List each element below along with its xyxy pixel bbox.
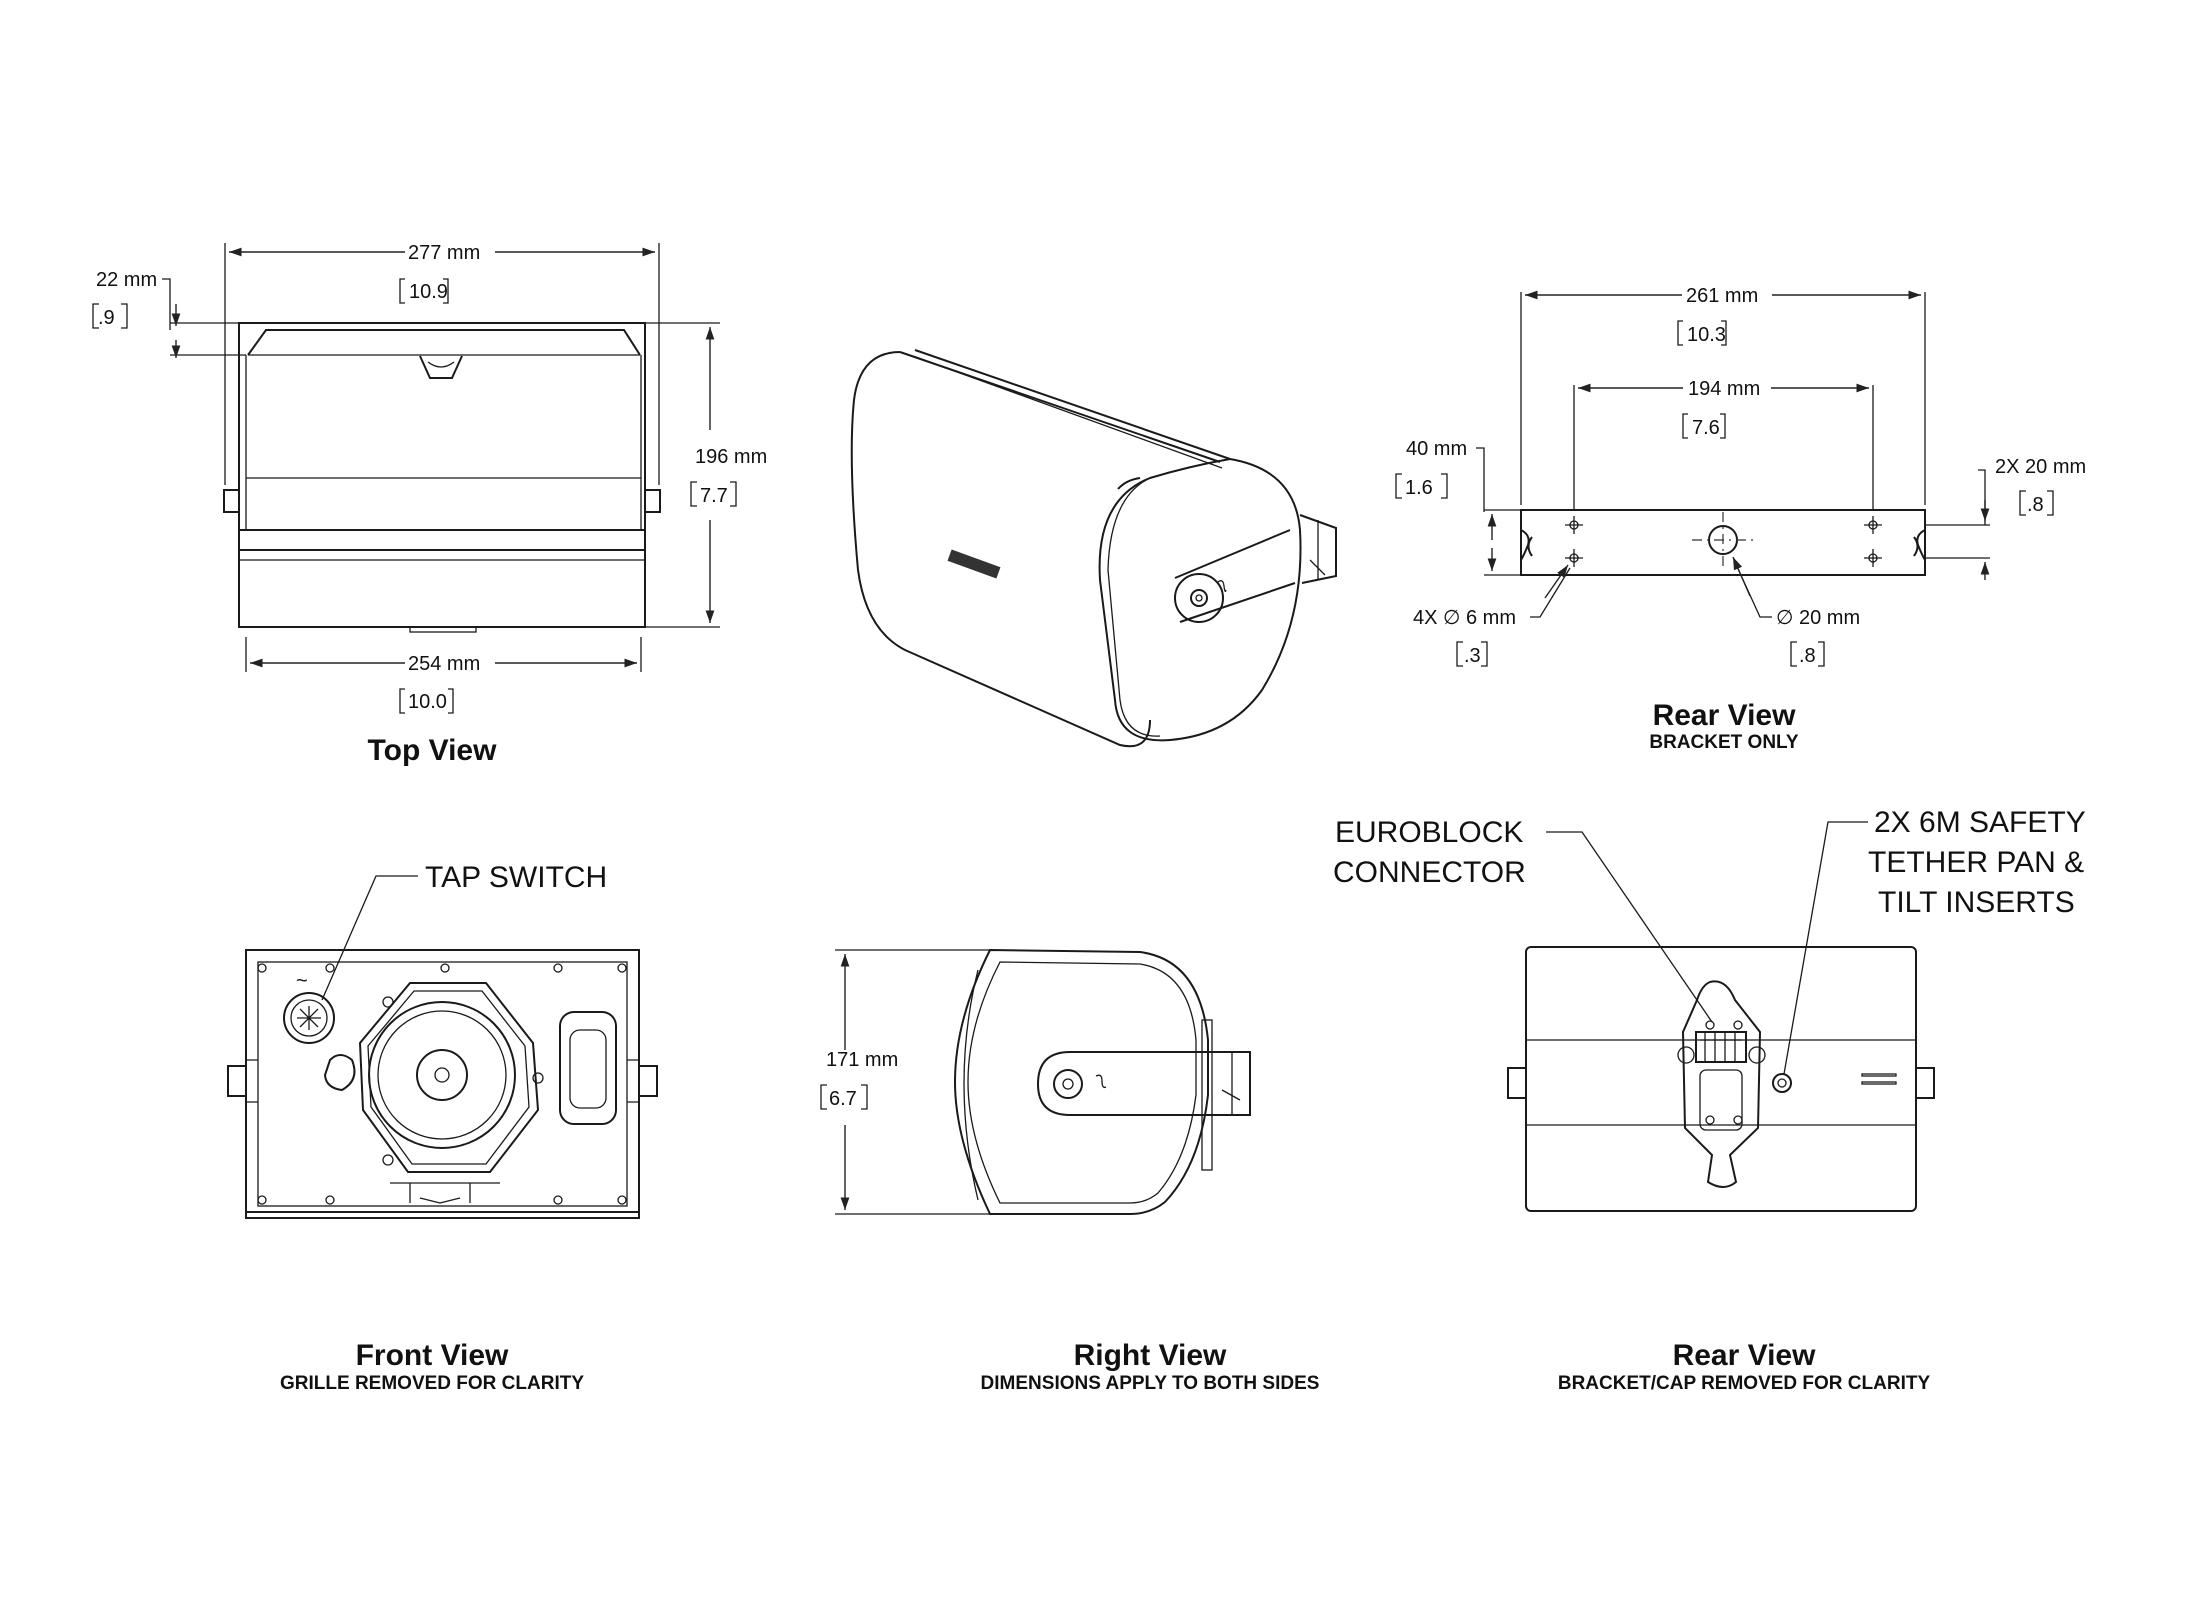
mounting-holes — [1565, 516, 1882, 567]
top-base-in: 10.0 — [408, 691, 447, 713]
safety-tether-callout: 2X 6M SAFETY TETHER PAN & TILT INSERTS — [1783, 806, 2086, 1075]
safety-callout-line3: TILT INSERTS — [1878, 886, 2075, 919]
bracket-hole-span-dimension: 194 mm 7.6 — [1573, 378, 1874, 510]
bracket-height-in: 1.6 — [1405, 477, 1433, 499]
top-depth-dimension: 22 mm .9 — [92, 269, 246, 358]
right-view-outline — [953, 948, 1213, 1215]
top-height-in: 7.7 — [700, 485, 728, 507]
top-view: 277 mm 10.9 22 mm .9 196 mm 7.7 254 mm 1… — [92, 242, 767, 767]
bracket-outline — [1520, 509, 1926, 576]
bracket-slot-mm: 2X 20 mm — [1995, 456, 2086, 478]
tap-switch: ~ — [283, 970, 335, 1044]
right-height-in: 6.7 — [829, 1088, 857, 1110]
front-view: ~ TAP SWITCH Front View GRILLE REMOVED F… — [227, 861, 658, 1394]
front-view-title: Front View — [356, 1339, 509, 1372]
bracket-holes-mm: 4X ∅ 6 mm — [1413, 607, 1516, 629]
bracket-height-dimension: 40 mm 1.6 — [1395, 438, 1521, 576]
rear-bracket-view: 261 mm 10.3 194 mm 7.6 40 mm 1.6 2X 20 m… — [1395, 285, 2086, 753]
right-view: 171 mm 6.7 Right View DIMENSIONS APPLY T… — [820, 948, 1320, 1394]
bracket-holes-in: .3 — [1464, 645, 1481, 667]
right-bracket — [1036, 1051, 1251, 1116]
bracket-holes-callout: 4X ∅ 6 mm .3 — [1413, 564, 1571, 667]
euroblock-callout: EUROBLOCK CONNECTOR — [1333, 816, 1713, 1023]
rear-bracket-subtitle: BRACKET ONLY — [1649, 732, 1799, 753]
woofer — [358, 982, 544, 1173]
bracket-center-mm: ∅ 20 mm — [1776, 607, 1860, 629]
bracket-center-callout: ∅ 20 mm .8 — [1732, 556, 1860, 667]
front-screws — [257, 963, 627, 1205]
rear-bracket-title: Rear View — [1653, 699, 1797, 732]
front-view-subtitle: GRILLE REMOVED FOR CLARITY — [280, 1373, 584, 1394]
bracket-overall-mm: 261 mm — [1686, 285, 1758, 307]
rear-view-subtitle: BRACKET/CAP REMOVED FOR CLARITY — [1558, 1373, 1931, 1394]
top-height-dimension: 196 mm 7.7 — [645, 322, 767, 628]
brand-badge — [947, 549, 1001, 579]
top-height-mm: 196 mm — [695, 446, 767, 468]
rear-view: EUROBLOCK CONNECTOR 2X 6M SAFETY TETHER … — [1333, 806, 2086, 1394]
bracket-overall-dimension: 261 mm 10.3 — [1520, 285, 1926, 505]
tap-switch-label-tiny: ~ — [296, 970, 308, 992]
right-view-subtitle: DIMENSIONS APPLY TO BOTH SIDES — [981, 1373, 1320, 1394]
top-width-dimension: 277 mm 10.9 — [224, 242, 660, 485]
top-view-title: Top View — [368, 734, 498, 767]
right-height-dimension: 171 mm 6.7 — [820, 949, 990, 1215]
side-port — [559, 1011, 617, 1125]
right-view-title: Right View — [1074, 1339, 1227, 1372]
bracket-center-in: .8 — [1799, 645, 1816, 667]
top-view-outline — [223, 322, 661, 633]
rear-view-title: Rear View — [1673, 1339, 1817, 1372]
safety-callout-line1: 2X 6M SAFETY — [1874, 806, 2086, 839]
rear-view-outline — [1507, 946, 1935, 1212]
front-view-outline — [227, 949, 658, 1219]
top-base-dimension: 254 mm 10.0 — [245, 637, 642, 714]
top-depth-mm: 22 mm — [96, 269, 157, 291]
bracket-slot-dimension: 2X 20 mm .8 — [1925, 456, 2086, 580]
euroblock-callout-line2: CONNECTOR — [1333, 856, 1526, 889]
top-width-in: 10.9 — [409, 281, 448, 303]
euroblock-callout-line1: EUROBLOCK — [1335, 816, 1523, 849]
isometric-view — [850, 349, 1337, 748]
bracket-span-in: 7.6 — [1692, 417, 1720, 439]
tap-switch-callout-label: TAP SWITCH — [425, 861, 607, 894]
safety-tether-insert — [1772, 1073, 1792, 1093]
safety-callout-line2: TETHER PAN & — [1868, 846, 2084, 879]
tap-switch-callout: TAP SWITCH — [321, 861, 607, 1001]
bracket-overall-in: 10.3 — [1687, 324, 1726, 346]
top-depth-in: .9 — [98, 307, 115, 329]
right-height-mm: 171 mm — [826, 1049, 898, 1071]
top-base-mm: 254 mm — [408, 653, 480, 675]
bracket-slot-in: .8 — [2027, 494, 2044, 516]
euroblock-connector — [1677, 980, 1766, 1188]
bracket-span-mm: 194 mm — [1688, 378, 1760, 400]
bracket-height-mm: 40 mm — [1406, 438, 1467, 460]
top-width-mm: 277 mm — [408, 242, 480, 264]
